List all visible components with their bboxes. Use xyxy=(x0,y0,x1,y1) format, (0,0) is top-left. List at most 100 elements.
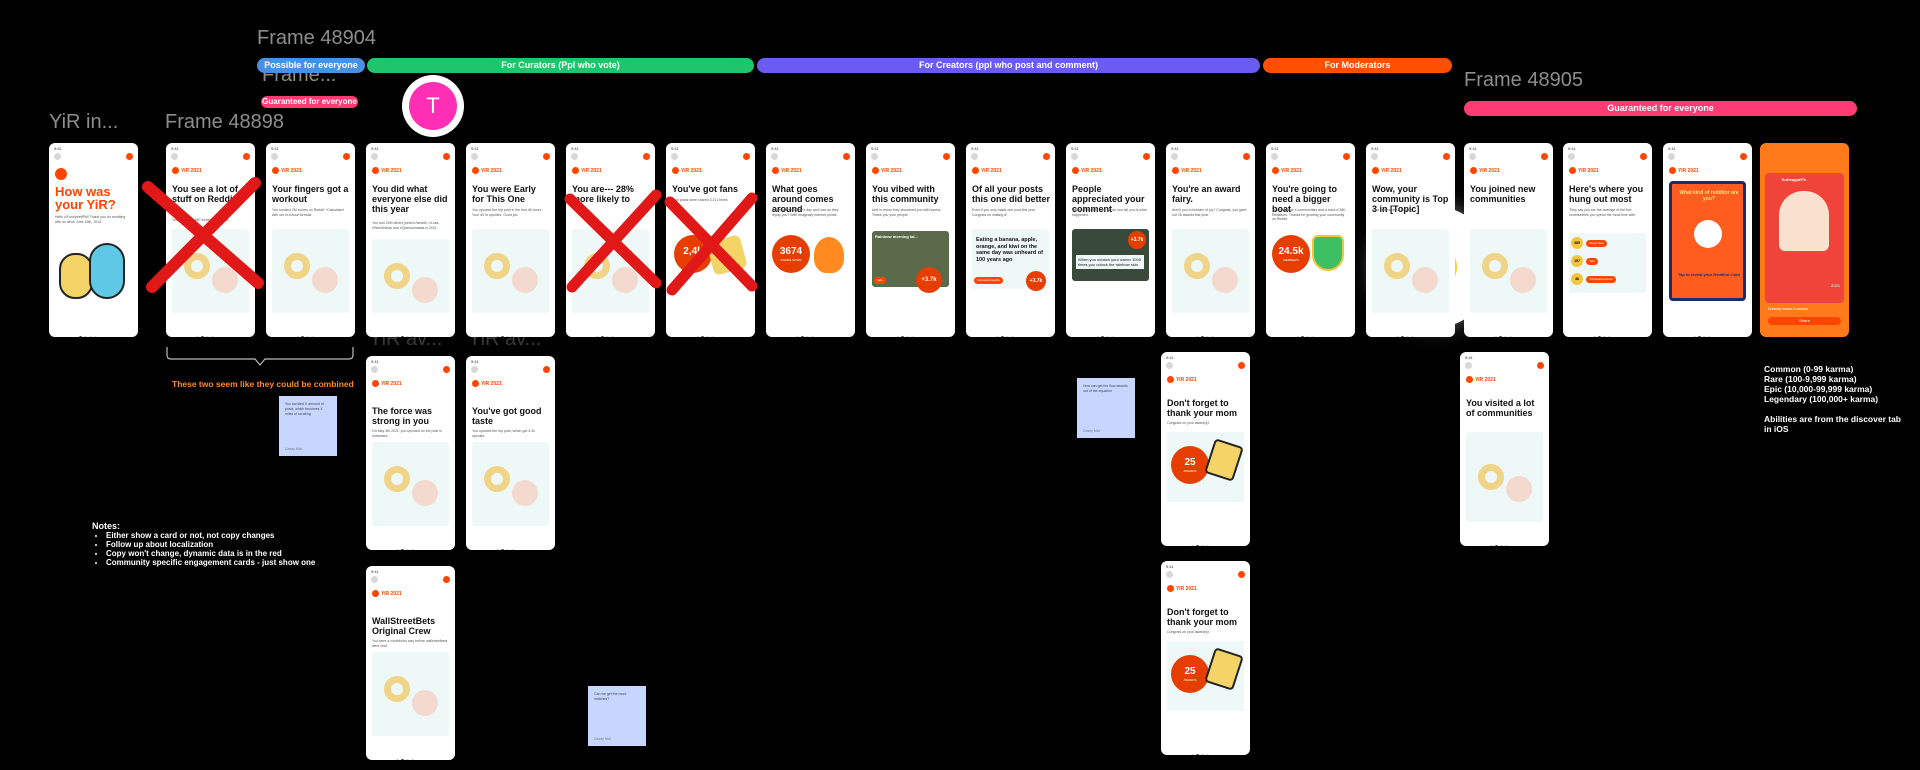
share-icon[interactable] xyxy=(643,153,650,160)
page-dots xyxy=(196,326,224,337)
card-redditor-reveal[interactable]: 9:41 YiR 2021 What kind of redditor are … xyxy=(1663,143,1752,337)
share-icon[interactable] xyxy=(1043,153,1050,160)
card-joined-new-communities[interactable]: 9:41 YiR 2021 You joined new communities xyxy=(1464,143,1553,337)
share-icon[interactable] xyxy=(843,153,850,160)
share-icon[interactable] xyxy=(943,153,950,160)
close-icon[interactable] xyxy=(971,153,978,160)
close-icon[interactable] xyxy=(54,153,61,160)
close-icon[interactable] xyxy=(1271,153,1278,160)
frame-title-48898[interactable]: Frame 48898 xyxy=(165,111,284,133)
close-icon[interactable] xyxy=(871,153,878,160)
share-icon[interactable] xyxy=(1740,153,1747,160)
card-wallstreetbets-crew[interactable]: 9:41 YiR 2021 WallStreetBets Original Cr… xyxy=(366,566,455,760)
list-item[interactable]: 46 r/pinkelaboredtonr xyxy=(1571,273,1617,285)
share-icon[interactable] xyxy=(1640,153,1647,160)
card-award-fairy[interactable]: 9:41 YiR 2021 You're an award fairy. Are… xyxy=(1166,143,1255,337)
card-what-goes-around[interactable]: 9:41 YiR 2021 What goes around comes aro… xyxy=(766,143,855,337)
close-icon[interactable] xyxy=(1568,153,1575,160)
share-icon[interactable] xyxy=(543,153,550,160)
sticky-note[interactable]: Can we get the more matches? Casey Mat xyxy=(588,686,646,746)
status-time: 9:41 xyxy=(371,359,379,364)
close-icon[interactable] xyxy=(371,153,378,160)
profile-name: TurtleqgoffTs xyxy=(1781,177,1807,182)
card-force-strong[interactable]: 9:41 YiR 2021 The force was strong in yo… xyxy=(366,356,455,550)
close-icon[interactable] xyxy=(271,153,278,160)
share-icon[interactable] xyxy=(1238,362,1245,369)
legend-line: Rare (100-9,999 karma) xyxy=(1764,374,1857,384)
close-icon[interactable] xyxy=(771,153,778,160)
collaborator-avatar-t[interactable]: T xyxy=(402,75,464,137)
card-how-was-your-yir[interactable]: 9:41 How was your YiR? Hello u/Furnipeef… xyxy=(49,143,138,337)
sticky-note[interactable]: You scrolled X amount of posts, which be… xyxy=(279,396,337,456)
close-icon[interactable] xyxy=(1171,153,1178,160)
share-icon[interactable] xyxy=(1541,153,1548,160)
card-good-taste[interactable]: 9:41 YiR 2021 You've got good taste You … xyxy=(466,356,555,550)
card-visited-communities[interactable]: 9:41 YiR 2021 You visited a lot of commu… xyxy=(1460,352,1549,546)
category-guaranteed-small: Guaranteed for everyone xyxy=(261,96,358,108)
card-subtext: You scrolled 2M inches on Reddit. *Calcu… xyxy=(272,208,344,217)
close-icon[interactable] xyxy=(371,366,378,373)
card-see-lot-of-stuff[interactable]: 9:41 YiR 2021 You see a lot of stuff on … xyxy=(166,143,255,337)
share-icon[interactable] xyxy=(743,153,750,160)
share-button[interactable]: Share xyxy=(1768,317,1841,325)
list-item[interactable]: 157 r/chi xyxy=(1571,255,1598,267)
card-vibed-community[interactable]: 9:41 YiR 2021 You vibed with this commun… xyxy=(866,143,955,337)
brand-label: YiR 2021 xyxy=(772,167,802,174)
page-dots xyxy=(696,326,724,337)
frame-title-48904[interactable]: Frame 48904 xyxy=(257,27,376,49)
close-icon[interactable] xyxy=(1071,153,1078,160)
frame-title-48905[interactable]: Frame 48905 xyxy=(1464,69,1583,91)
share-icon[interactable] xyxy=(243,153,250,160)
card-did-what-everyone-did[interactable]: 9:41 YiR 2021 You did what everyone else… xyxy=(366,143,455,337)
close-icon[interactable] xyxy=(671,153,678,160)
share-icon[interactable] xyxy=(1443,153,1450,160)
card-post-did-better[interactable]: 9:41 YiR 2021 Of all your posts this one… xyxy=(966,143,1055,337)
share-icon[interactable] xyxy=(1537,362,1544,369)
close-icon[interactable] xyxy=(471,153,478,160)
close-icon[interactable] xyxy=(1166,362,1173,369)
card-bigger-boat[interactable]: 9:41 YiR 2021 You're going to need a big… xyxy=(1266,143,1355,337)
close-icon[interactable] xyxy=(1166,571,1173,578)
status-time: 9:41 xyxy=(771,146,779,151)
legend-line: Legendary (100,000+ karma) xyxy=(1764,394,1879,404)
close-icon[interactable] xyxy=(571,153,578,160)
card-fingers-workout[interactable]: 9:41 YiR 2021 Your fingers got a workout… xyxy=(266,143,355,337)
card-thank-mom-2[interactable]: 9:41 YiR 2021 Don't forget to thank your… xyxy=(1161,561,1250,755)
share-icon[interactable] xyxy=(1238,571,1245,578)
close-icon[interactable] xyxy=(1465,362,1472,369)
card-got-fans[interactable]: 9:41 YiR 2021 You've got fans Your posts… xyxy=(666,143,755,337)
close-icon[interactable] xyxy=(1668,153,1675,160)
brand-label: YiR 2021 xyxy=(472,167,502,174)
card-headline: Don't forget to thank your mom xyxy=(1167,398,1238,418)
share-icon[interactable] xyxy=(1243,153,1250,160)
card-headline: Your fingers got a workout xyxy=(272,184,349,204)
card-redditor-profile[interactable]: TurtleqgoffTs 2021 Drinking mocha & sead… xyxy=(1760,143,1849,337)
close-icon[interactable] xyxy=(1371,153,1378,160)
share-icon[interactable] xyxy=(443,576,450,583)
card-hung-out-most[interactable]: 9:41 YiR 2021 Here's where you hung out … xyxy=(1563,143,1652,337)
share-icon[interactable] xyxy=(443,366,450,373)
card-subtext: They say you are the average of the five… xyxy=(1569,208,1636,217)
share-icon[interactable] xyxy=(1143,153,1150,160)
share-icon[interactable] xyxy=(543,366,550,373)
reveal-box[interactable]: What kind of redditor are you? Tap to re… xyxy=(1669,181,1746,301)
list-item[interactable]: 385 r/thesmiles xyxy=(1571,237,1607,249)
frame-title-yir-in[interactable]: YiR in... xyxy=(49,111,119,133)
close-icon[interactable] xyxy=(471,366,478,373)
close-icon[interactable] xyxy=(1469,153,1476,160)
card-early-for-this-one[interactable]: 9:41 YiR 2021 You were Early for This On… xyxy=(466,143,555,337)
page-dots xyxy=(1296,326,1324,337)
share-icon[interactable] xyxy=(343,153,350,160)
card-comment-appreciated[interactable]: 9:41 YiR 2021 People appreciated your co… xyxy=(1066,143,1155,337)
share-icon[interactable] xyxy=(126,153,133,160)
card-thank-mom-1[interactable]: 9:41 YiR 2021 Don't forget to thank your… xyxy=(1161,352,1250,546)
sticky-note[interactable]: How can get the flow awards out of the e… xyxy=(1077,378,1135,438)
share-icon[interactable] xyxy=(443,153,450,160)
card-community-top-3[interactable]: 9:41 YiR 2021 Wow, your community is Top… xyxy=(1366,143,1455,337)
sticky-text: How can get the flow awards out of the e… xyxy=(1083,384,1128,393)
share-icon[interactable] xyxy=(1343,153,1350,160)
card-illustration xyxy=(1372,229,1449,313)
close-icon[interactable] xyxy=(171,153,178,160)
close-icon[interactable] xyxy=(371,576,378,583)
card-subtext: You were a contributor way before wallst… xyxy=(372,639,448,648)
